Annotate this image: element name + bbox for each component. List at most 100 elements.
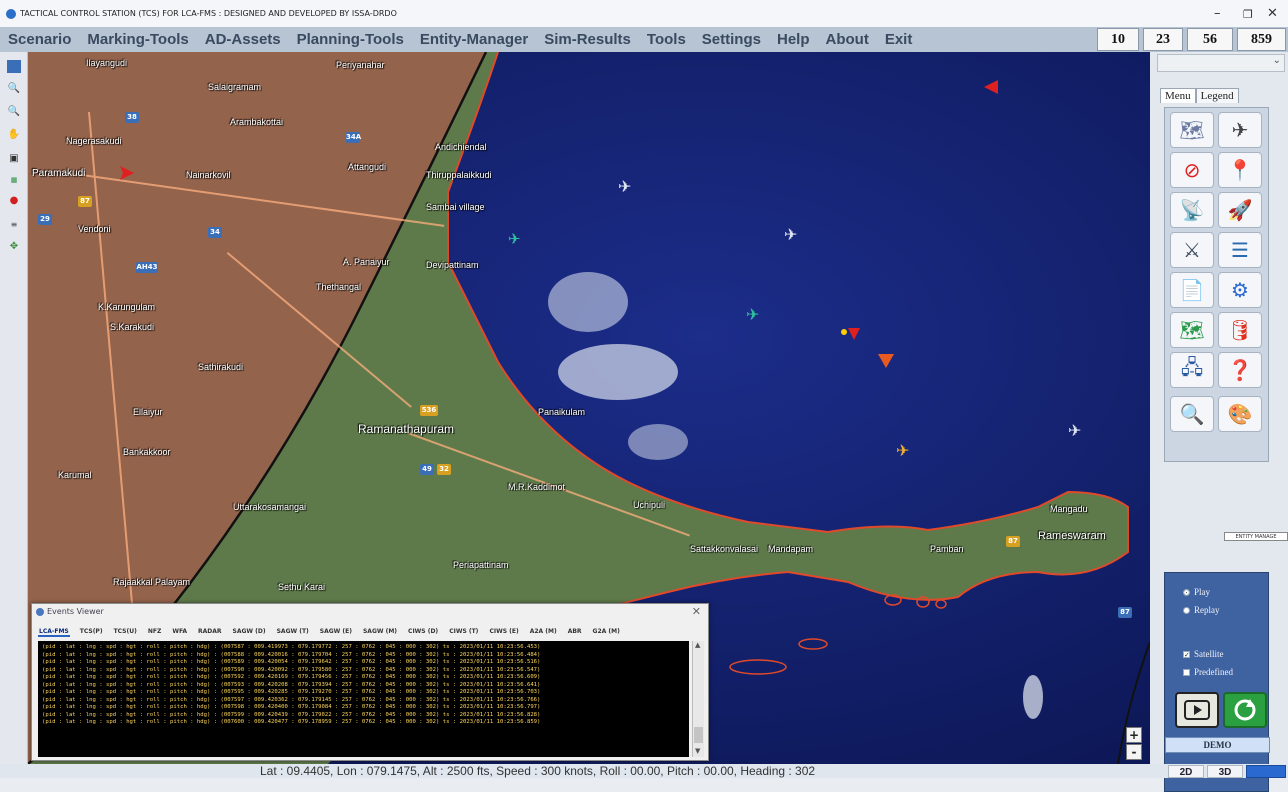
tab-wfa[interactable]: WFA: [172, 628, 188, 635]
scroll-up-icon[interactable]: ▲: [695, 641, 701, 649]
view-mode-button[interactable]: [1246, 765, 1286, 778]
menu-sim-results[interactable]: Sim-Results: [544, 31, 631, 48]
close-icon[interactable]: ✕: [691, 605, 701, 618]
scroll-down-icon[interactable]: ▼: [695, 747, 701, 755]
road-shield: 32: [437, 464, 451, 475]
road-shield: 87: [78, 196, 92, 207]
close-icon[interactable]: ✕: [1267, 6, 1278, 21]
tab-lca-fms[interactable]: LCA-FMS: [38, 628, 70, 637]
tab-ciws-e[interactable]: CIWS (E): [489, 628, 519, 635]
menu-scenario[interactable]: Scenario: [8, 31, 72, 48]
select-tool-icon[interactable]: [7, 60, 21, 73]
log-line: (pid : lat : lng : spd : hgt : roll : pi…: [42, 719, 541, 725]
hostile-aircraft-icon: [984, 80, 998, 94]
scroll-thumb[interactable]: [694, 727, 703, 743]
window-title: TACTICAL CONTROL STATION (TCS) FOR LCA-F…: [20, 9, 397, 18]
tab-tcs-u[interactable]: TCS(U): [113, 628, 137, 635]
title-bar: TACTICAL CONTROL STATION (TCS) FOR LCA-F…: [0, 0, 1288, 27]
tab-abr[interactable]: ABR: [567, 628, 582, 635]
tab-radar[interactable]: RADAR: [198, 628, 222, 635]
scenario-icon[interactable]: 🗺: [1170, 112, 1214, 148]
log-line: (pid : lat : lng : spd : hgt : roll : pi…: [42, 681, 541, 688]
grid-icon[interactable]: ▦: [10, 176, 18, 184]
tab-legend[interactable]: Legend: [1195, 88, 1239, 103]
pan-hand-icon[interactable]: ✋: [7, 129, 21, 140]
help-icon[interactable]: ❓: [1218, 352, 1262, 388]
marker-pin-icon[interactable]: ●: [9, 195, 19, 206]
predefined-option[interactable]: Predefined: [1183, 667, 1233, 677]
menu-about[interactable]: About: [825, 31, 869, 48]
pdf-icon[interactable]: 📄: [1170, 272, 1214, 308]
counter-3: 56: [1187, 28, 1233, 51]
app-logo-icon: [6, 8, 16, 19]
road-shield: AH43: [136, 262, 158, 273]
menu-marking-tools[interactable]: Marking-Tools: [87, 31, 189, 48]
aircraft-icon: ✈: [896, 441, 909, 460]
route-icon[interactable]: ✥: [9, 241, 19, 252]
playback-button[interactable]: [1175, 692, 1219, 728]
tab-g2a-m[interactable]: G2A (M): [592, 628, 620, 635]
zoom-in-button[interactable]: +: [1126, 727, 1142, 743]
tab-sagw-e[interactable]: SAGW (E): [319, 628, 352, 635]
zoom-in-icon[interactable]: 🔍: [7, 83, 21, 94]
log-line: (pid : lat : lng : spd : hgt : roll : pi…: [42, 644, 541, 650]
layers-icon[interactable]: ☰: [1218, 232, 1262, 268]
layer-dropdown[interactable]: ⌄: [1157, 54, 1285, 72]
tab-menu[interactable]: Menu: [1160, 88, 1196, 103]
friendly-aircraft-icon: ✈: [618, 177, 631, 196]
menu-entity-manager[interactable]: Entity-Manager: [419, 31, 529, 48]
zoom-out-button[interactable]: -: [1126, 744, 1142, 760]
log-scrollbar[interactable]: ▲ ▼: [692, 641, 704, 757]
replay-option[interactable]: Replay: [1183, 605, 1220, 615]
tab-tcs-p[interactable]: TCS(P): [79, 628, 103, 635]
zoom-out-icon[interactable]: 🔍: [7, 106, 21, 117]
friendly-aircraft-icon: ✈: [784, 225, 797, 244]
satellite-option[interactable]: ✓Satellite: [1183, 649, 1224, 659]
events-viewer-titlebar: Events Viewer: [36, 607, 104, 616]
view-2d-button[interactable]: 2D: [1168, 765, 1204, 778]
measure-icon[interactable]: ≡: [10, 220, 18, 229]
menu-help[interactable]: Help: [776, 31, 810, 48]
gun-icon[interactable]: ⚔: [1170, 232, 1214, 268]
radar-icon[interactable]: 📡: [1170, 192, 1214, 228]
events-tabs: LCA-FMS TCS(P) TCS(U) NFZ WFA RADAR SAGW…: [38, 628, 621, 637]
menu-ad-assets[interactable]: AD-Assets: [204, 31, 281, 48]
minimize-icon[interactable]: –: [1214, 6, 1221, 21]
menu-tools[interactable]: Tools: [646, 31, 686, 48]
missile-launcher-icon[interactable]: 🚀: [1218, 192, 1262, 228]
analysis-icon[interactable]: 🔍: [1170, 396, 1214, 432]
tab-sagw-t[interactable]: SAGW (T): [276, 628, 309, 635]
restore-icon[interactable]: ❐: [1243, 8, 1253, 21]
cloud: [628, 424, 688, 460]
menu-settings[interactable]: Settings: [701, 31, 761, 48]
play-option[interactable]: Play: [1183, 587, 1210, 597]
tab-ciws-d[interactable]: CIWS (D): [408, 628, 439, 635]
database-icon[interactable]: 🛢: [1218, 312, 1262, 348]
tab-a2a-m[interactable]: A2A (M): [529, 628, 557, 635]
road-shield: 34: [208, 227, 222, 238]
hostile-aircraft-icon: [878, 354, 894, 368]
tab-sagw-m[interactable]: SAGW (M): [362, 628, 398, 635]
range-circle-boundary-east: [1117, 641, 1150, 764]
map-layers-icon[interactable]: ▣: [9, 153, 19, 164]
tab-ciws-t[interactable]: CIWS (T): [449, 628, 479, 635]
menu-planning-tools[interactable]: Planning-Tools: [296, 31, 404, 48]
no-fly-zone-icon[interactable]: ⊘: [1170, 152, 1214, 188]
viewer-app-icon: [36, 607, 44, 616]
map-pin-icon[interactable]: 📍: [1218, 152, 1262, 188]
settings-wrench-icon[interactable]: ⚙: [1218, 272, 1262, 308]
google-maps-icon[interactable]: 🗺: [1170, 312, 1214, 348]
menu-exit[interactable]: Exit: [884, 31, 913, 48]
play-icon: [1184, 700, 1210, 720]
aircraft-ticket-icon[interactable]: ✈: [1218, 112, 1262, 148]
refresh-button[interactable]: [1223, 692, 1267, 728]
palette-icon[interactable]: 🎨: [1218, 396, 1262, 432]
network-icon[interactable]: 🖧: [1170, 352, 1214, 388]
view-3d-button[interactable]: 3D: [1207, 765, 1243, 778]
map-view[interactable]: Ilayangudi Periyanahar Salaigramam Aramb…: [28, 52, 1150, 764]
coastline: [447, 52, 1129, 613]
event-log[interactable]: (pid : lat : lng : spd : hgt : roll : pi…: [38, 641, 689, 757]
tab-nfz[interactable]: NFZ: [147, 628, 162, 635]
tab-sagw-d[interactable]: SAGW (D): [232, 628, 266, 635]
road-shield: 87: [1118, 607, 1132, 618]
